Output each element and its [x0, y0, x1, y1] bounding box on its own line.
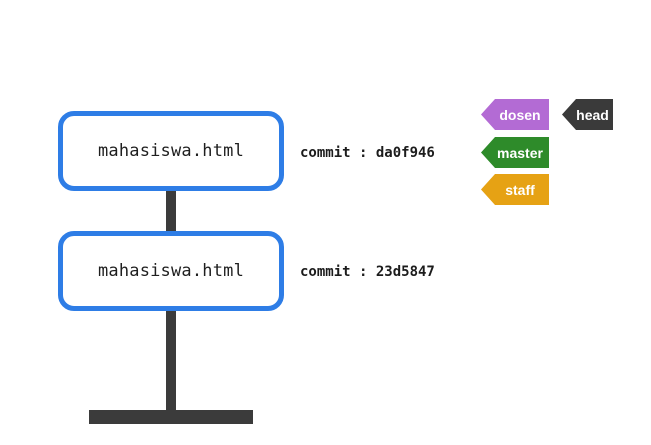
branch-tag-label: master [497, 144, 543, 161]
branch-tag-label: staff [505, 181, 535, 198]
commit-file-name: mahasiswa.html [97, 261, 245, 281]
branch-tag-dosen: dosen [481, 99, 549, 130]
commit-hash-label-previous: commit : 23d5847 [300, 264, 435, 280]
head-pointer-tag: head [562, 99, 613, 130]
history-base [89, 410, 253, 424]
branch-tag-label: dosen [499, 106, 541, 123]
branch-tag-master: master [481, 137, 549, 168]
commit-file-name: mahasiswa.html [97, 141, 245, 161]
commit-file-box-latest: mahasiswa.html [58, 111, 284, 191]
commit-hash-label-latest: commit : da0f946 [300, 145, 435, 161]
commit-file-box-previous: mahasiswa.html [58, 231, 284, 311]
branch-tag-staff: staff [481, 174, 549, 205]
head-tag-label: head [576, 106, 609, 123]
